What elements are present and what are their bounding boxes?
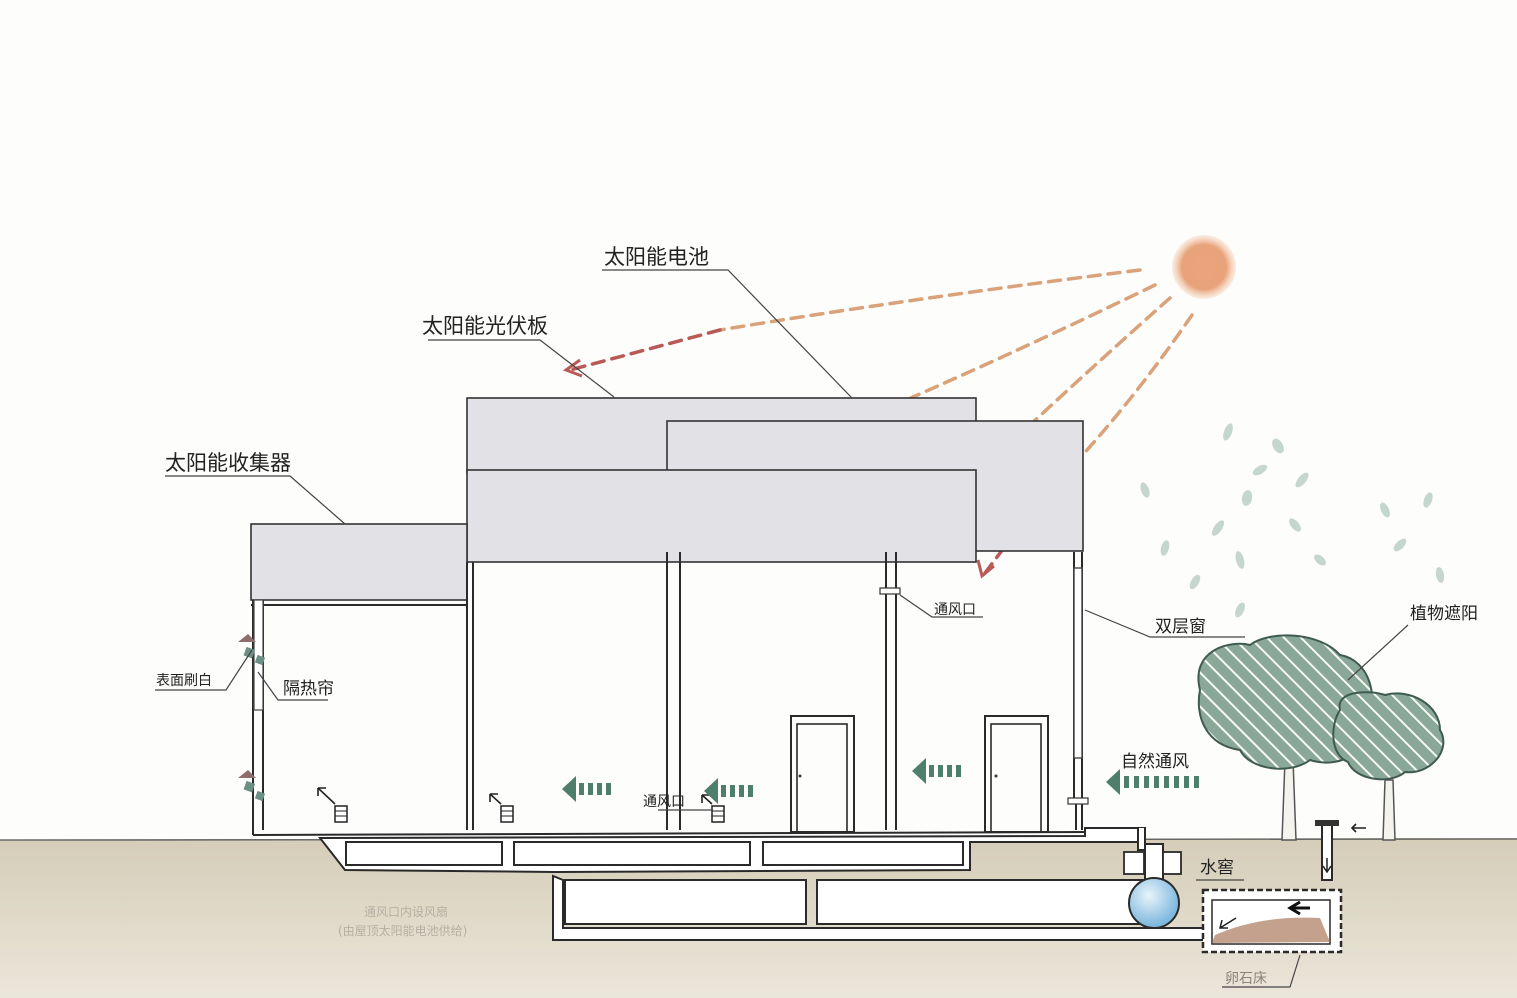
floor-vents xyxy=(317,587,1089,823)
door-2 xyxy=(984,715,1049,833)
double-window-frame xyxy=(1073,567,1083,759)
intake-arrow-down xyxy=(1322,858,1332,874)
leader-surface-white xyxy=(155,649,253,691)
leader-solar-battery xyxy=(602,269,853,399)
vent-arrow-group-1 xyxy=(562,776,611,802)
floor-vent-1 xyxy=(317,787,348,823)
label-vent-lower: 通风口 xyxy=(643,794,685,810)
pebbles xyxy=(1212,917,1330,943)
door-2-inner xyxy=(990,723,1042,833)
underground-ducts xyxy=(317,827,1216,941)
duct-cell-4 xyxy=(564,879,807,925)
water-tank xyxy=(1128,877,1180,929)
pebble-bed-arrow-out xyxy=(1219,917,1237,929)
leader-lines xyxy=(155,269,1409,988)
label-water-cellar: 水窖 xyxy=(1200,858,1234,878)
vent-arrow-group-outside xyxy=(1106,769,1199,795)
air-intake xyxy=(1315,820,1366,881)
ventilation-arrows xyxy=(562,758,1199,804)
curtain-bottom xyxy=(238,770,256,778)
label-solar-battery: 太阳能电池 xyxy=(604,245,709,269)
label-vent-upper: 通风口 xyxy=(934,602,976,618)
inner-wall-1 xyxy=(466,562,474,830)
label-plant-shading: 植物遮阳 xyxy=(1410,604,1478,624)
curtain-box-bottom-2 xyxy=(254,790,266,802)
tree-trunk-2 xyxy=(1382,779,1396,841)
upper-vent xyxy=(879,587,901,595)
leader-vent-upper xyxy=(899,594,983,618)
curtain-box-top xyxy=(243,646,256,659)
label-pebble-bed: 卵石床 xyxy=(1225,971,1267,987)
duct-to-cellar xyxy=(1137,828,1146,851)
cellar-cap xyxy=(1123,851,1145,875)
arrowhead-interior xyxy=(976,559,995,579)
intake-pipe xyxy=(1321,826,1333,881)
water-cellar xyxy=(1123,843,1182,929)
ray-to-pv-panel xyxy=(718,268,1142,332)
door-1-inner xyxy=(796,723,848,833)
duct-cell-1 xyxy=(345,841,503,866)
left-floor-line xyxy=(252,831,1091,836)
cellar-cap-right xyxy=(1162,851,1182,875)
intake-cap xyxy=(1315,820,1339,826)
duct-cell-3 xyxy=(762,841,964,866)
curtain-box-top-2 xyxy=(254,654,266,666)
sun-icon xyxy=(1172,235,1236,299)
pebble-bed xyxy=(1201,888,1343,954)
inner-wall-3 xyxy=(885,552,897,830)
curtain-box-bottom xyxy=(243,780,256,793)
window-sill-vent xyxy=(1067,797,1089,805)
door-1-knob xyxy=(798,774,802,778)
label-surface-white: 表面刷白 xyxy=(156,673,212,689)
insulation-curtain-devices xyxy=(238,634,266,802)
trees xyxy=(1197,634,1445,841)
tree-canopy-2 xyxy=(1332,691,1445,781)
left-window-frame xyxy=(253,599,264,711)
curtain-top xyxy=(238,634,256,642)
duct-cell-5 xyxy=(816,879,1148,925)
roofs xyxy=(250,397,1084,601)
label-pv-panel: 太阳能光伏板 xyxy=(422,314,548,338)
leader-double-window xyxy=(1084,609,1245,638)
arrowhead-pv xyxy=(562,358,583,378)
ray-to-window xyxy=(1028,296,1172,427)
leader-pebble-bed xyxy=(1222,954,1301,988)
inner-wall-2 xyxy=(666,552,681,830)
label-insulation-curtain: 隔热帘 xyxy=(283,679,334,699)
label-natural-ventilation: 自然通风 xyxy=(1121,752,1189,772)
leaves xyxy=(1140,423,1445,618)
vent-arrow-group-3 xyxy=(912,758,961,784)
building-walls xyxy=(251,552,1091,836)
leader-solar-collector xyxy=(165,475,346,525)
label-double-window: 双层窗 xyxy=(1155,617,1206,637)
tree-trunk-1 xyxy=(1281,759,1297,841)
duct-cell-2 xyxy=(513,841,751,866)
label-solar-collector: 太阳能收集器 xyxy=(165,451,291,475)
label-fan-note-line1: 通风口内设风扇 xyxy=(364,904,448,919)
roof-middle xyxy=(466,469,977,563)
floor-vent-3 xyxy=(701,794,725,823)
floor-vent-2 xyxy=(489,793,514,823)
intake-arrow-in xyxy=(1350,823,1366,833)
doors xyxy=(790,715,1049,833)
ray-to-pv-panel-end xyxy=(568,328,722,372)
roof-left-collector xyxy=(250,523,468,601)
leader-plant-shading xyxy=(1347,624,1409,681)
vent-arrow-group-2 xyxy=(704,778,753,804)
door-2-knob xyxy=(994,774,998,778)
label-fan-note-line2: (由屋顶太阳能电池供给) xyxy=(338,923,467,938)
door-1 xyxy=(790,715,855,833)
leader-insulation xyxy=(257,671,328,701)
pebble-bed-arrow xyxy=(1287,900,1310,916)
leader-pv-panel xyxy=(428,339,615,398)
